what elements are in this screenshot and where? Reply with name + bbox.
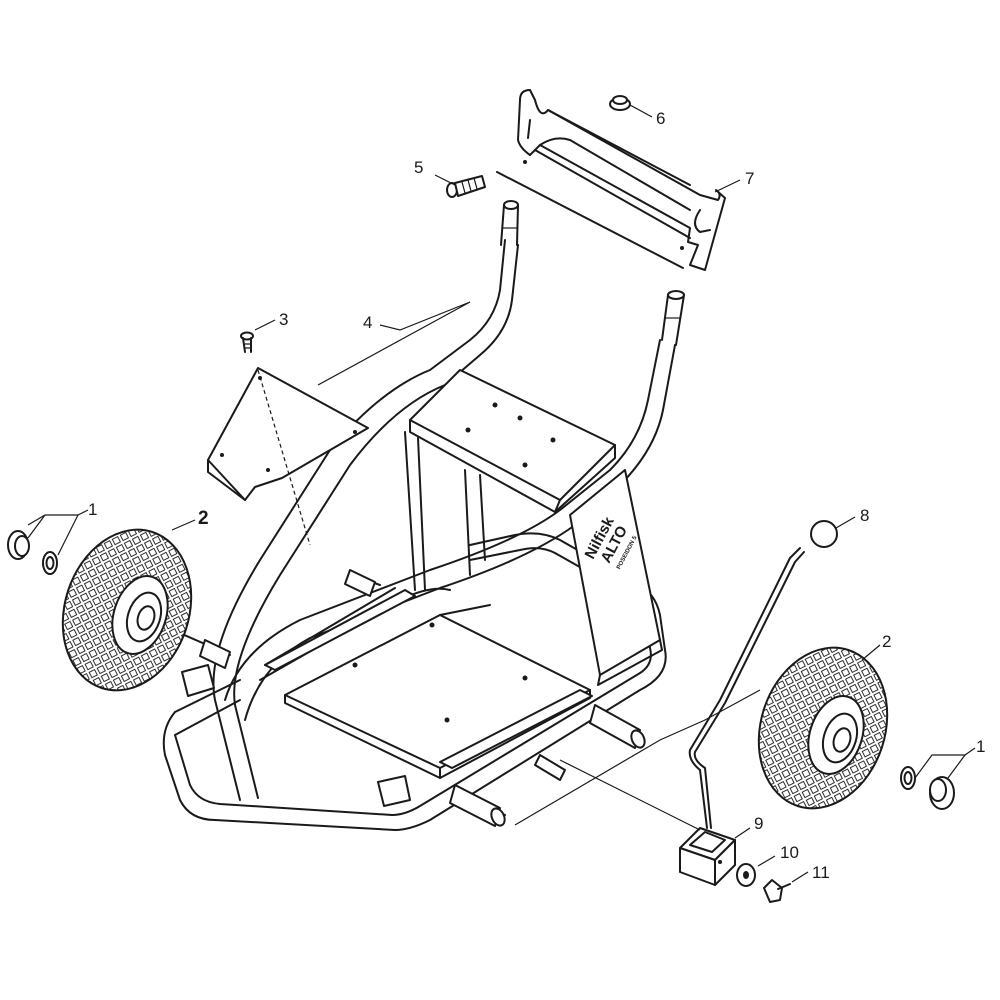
callout-2-right: 2 xyxy=(882,632,891,651)
callout-8: 8 xyxy=(860,506,869,525)
part-6-cap xyxy=(609,95,631,111)
left-hub-cap xyxy=(7,530,58,575)
base-plate xyxy=(264,589,593,779)
part-11-bolt xyxy=(763,879,791,903)
axle xyxy=(149,569,646,827)
callout-10: 10 xyxy=(780,843,799,862)
callout-labels: 1 2 3 4 5 6 7 8 2 1 9 10 11 xyxy=(88,109,985,882)
callout-7: 7 xyxy=(745,169,754,188)
callout-5: 5 xyxy=(414,158,423,177)
frame-feet xyxy=(181,664,411,807)
part-3-screw xyxy=(240,331,254,353)
part-7-handle xyxy=(496,89,726,271)
support-column xyxy=(404,431,663,686)
callout-3: 3 xyxy=(279,310,288,329)
base-frame xyxy=(162,532,667,831)
callout-1-left: 1 xyxy=(88,500,97,519)
leader-lines xyxy=(27,104,976,883)
callout-4: 4 xyxy=(363,313,372,332)
part-5-bolt xyxy=(446,175,486,198)
callout-1-right: 1 xyxy=(976,737,985,756)
callout-11: 11 xyxy=(812,863,830,882)
top-platform xyxy=(409,369,616,513)
left-wheel xyxy=(61,528,193,692)
part-10-washer xyxy=(736,863,756,887)
callout-2-left: 2 xyxy=(198,508,209,529)
callout-6: 6 xyxy=(656,109,665,128)
right-hub-cap xyxy=(900,766,955,810)
part-9-block xyxy=(679,827,736,886)
callout-9: 9 xyxy=(754,814,763,833)
part-4-plate xyxy=(207,367,369,546)
right-wheel xyxy=(757,646,889,810)
